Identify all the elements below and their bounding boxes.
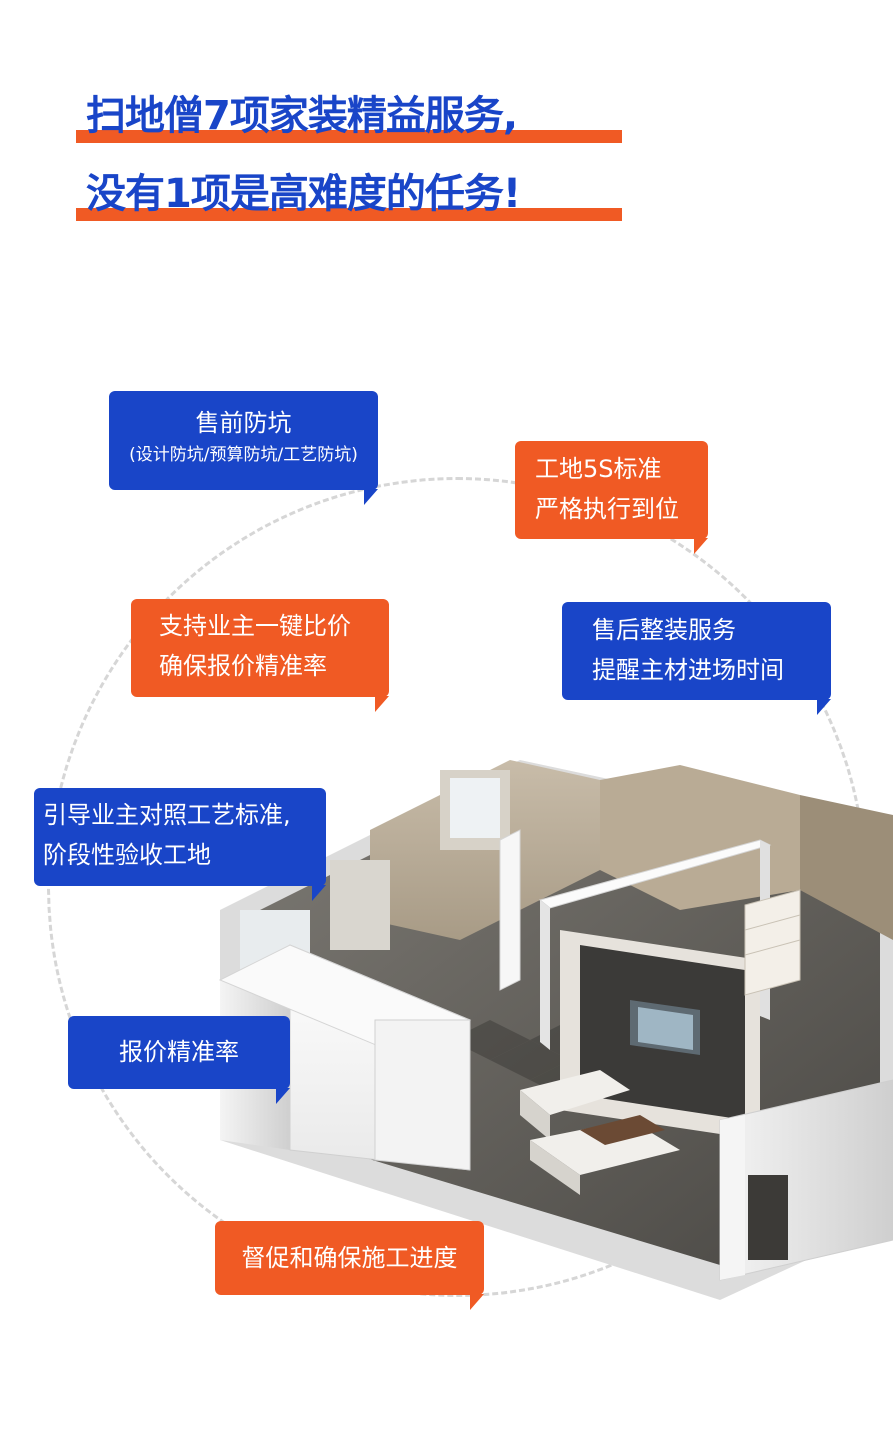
callout-price-compare-pointer [375, 696, 389, 712]
callout-price-compare: 支持业主一键比价 确保报价精准率 [131, 599, 389, 712]
headline-underline-2 [76, 208, 622, 221]
callout-progress-line-1: 督促和确保施工进度 [241, 1244, 458, 1272]
callout-guide-inspection-pointer [312, 885, 326, 901]
callout-site-5s-line-2: 严格执行到位 [535, 495, 679, 523]
headline-underline-1 [76, 130, 622, 143]
callout-progress-pointer [470, 1294, 484, 1310]
callout-presale-title: 售前防坑 [195, 409, 292, 437]
callout-aftersale-line-2: 提醒主材进场时间 [592, 656, 784, 684]
callout-quote-accuracy-line-1: 报价精准率 [119, 1038, 239, 1066]
callout-presale: 售前防坑 (设计防坑/预算防坑/工艺防坑) [109, 391, 378, 505]
callout-site-5s: 工地5S标准 严格执行到位 [515, 441, 708, 554]
callout-price-compare-line-1: 支持业主一键比价 [159, 612, 351, 640]
callout-presale-pointer [364, 489, 378, 505]
headline-text-1: 扫地僧7项家装精益服务, [86, 93, 518, 139]
callout-guide-inspection-line-2: 阶段性验收工地 [43, 841, 211, 869]
headline-text-2: 没有1项是高难度的任务! [86, 171, 521, 217]
callout-quote-accuracy-pointer [276, 1088, 290, 1104]
callout-quote-accuracy: 报价精准率 [68, 1016, 290, 1104]
callout-site-5s-line-1: 工地5S标准 [535, 455, 662, 483]
callout-progress: 督促和确保施工进度 [215, 1221, 484, 1310]
callout-price-compare-line-2: 确保报价精准率 [159, 652, 327, 680]
callout-guide-inspection-line-1: 引导业主对照工艺标准, [43, 801, 291, 829]
callout-aftersale: 售后整装服务 提醒主材进场时间 [562, 602, 831, 715]
callout-aftersale-line-1: 售后整装服务 [592, 616, 736, 644]
callout-guide-inspection: 引导业主对照工艺标准, 阶段性验收工地 [34, 788, 326, 901]
apartment-3d-floorplan-icon [218, 760, 893, 1300]
callout-presale-subtitle: (设计防坑/预算防坑/工艺防坑) [129, 445, 358, 465]
callout-site-5s-pointer [694, 538, 708, 554]
callout-aftersale-pointer [817, 699, 831, 715]
